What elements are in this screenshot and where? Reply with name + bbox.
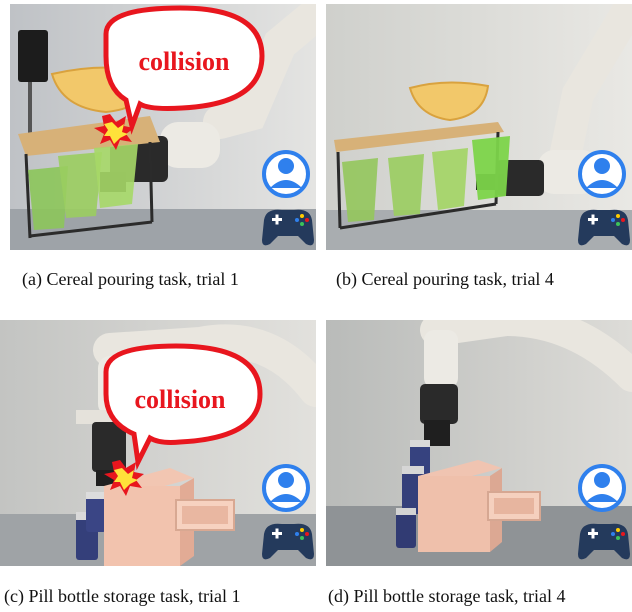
caption-a: (a) Cereal pouring task, trial 1 [22, 269, 239, 289]
user-avatar-icon [262, 464, 310, 512]
caption-d: (d) Pill bottle storage task, trial 4 [328, 586, 566, 606]
gamepad-icon [262, 523, 314, 560]
gamepad-icon [578, 209, 630, 246]
panel-a-photo: collision [10, 4, 316, 250]
user-avatar-icon [578, 150, 626, 198]
panel-c-photo: collision [0, 320, 316, 566]
user-avatar-icon [262, 150, 310, 198]
user-avatar-icon [578, 464, 626, 512]
caption-c: (c) Pill bottle storage task, trial 1 [4, 586, 241, 606]
collision-label: collision [134, 385, 226, 414]
gamepad-icon [578, 523, 630, 560]
panel-d-photo [326, 320, 632, 566]
caption-b: (b) Cereal pouring task, trial 4 [336, 269, 554, 289]
collision-label: collision [138, 47, 230, 76]
panel-b-photo [326, 4, 632, 250]
gamepad-icon [262, 209, 314, 246]
